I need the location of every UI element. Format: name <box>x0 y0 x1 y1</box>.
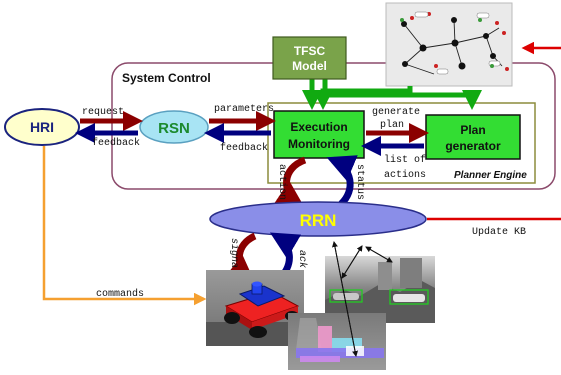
parameters-label: parameters <box>214 104 274 115</box>
planner-engine-label: Planner Engine <box>454 170 527 181</box>
tfsc-model-line2: Model <box>292 59 327 73</box>
planner-engine-region <box>267 102 536 184</box>
tfsc-model-box: TFSC Model <box>272 36 347 80</box>
sensor-arrows <box>332 241 393 357</box>
street-scene-image <box>325 256 435 323</box>
action-arrow <box>273 156 307 208</box>
knowledge-flow-arrows <box>302 78 482 110</box>
status-label: status <box>354 164 365 200</box>
rrn-node: RRN <box>209 201 427 237</box>
system-control-label: System Control <box>122 71 211 85</box>
hri-label: HRI <box>30 119 54 135</box>
list-of-label: list of <box>384 154 426 166</box>
feedback-right-label: feedback <box>220 142 268 154</box>
rsn-label: RSN <box>158 120 190 137</box>
plan-generator-box: Plan generator <box>425 114 521 160</box>
plan-label: plan <box>380 119 404 131</box>
status-arrow <box>326 155 358 207</box>
rsn-node: RSN <box>139 110 209 144</box>
plan-generator-line2: generator <box>445 139 501 153</box>
signal-label: signal <box>228 238 240 274</box>
ack-label: ack <box>296 250 308 268</box>
actions-label: actions <box>384 169 426 181</box>
action-label: action <box>276 164 288 200</box>
segmentation-image <box>288 313 386 370</box>
execution-monitoring-line1: Execution <box>290 120 347 134</box>
commands-label: commands <box>96 288 144 300</box>
request-label: request <box>82 107 124 118</box>
rrn-label: RRN <box>300 211 337 230</box>
execution-monitoring-box: Execution Monitoring <box>273 110 365 159</box>
update-kb-label: Update KB <box>472 226 526 238</box>
feedback-left-label: feedback <box>92 137 140 149</box>
plan-generator-line1: Plan <box>460 123 485 137</box>
commands-arrow <box>42 146 207 306</box>
tfsc-model-line1: TFSC <box>294 44 326 58</box>
execution-monitoring-line2: Monitoring <box>288 137 350 151</box>
generate-label: generate <box>372 107 420 118</box>
knowledge-graph-image <box>385 2 513 87</box>
hri-node: HRI <box>4 108 80 146</box>
robot-image <box>206 270 304 346</box>
